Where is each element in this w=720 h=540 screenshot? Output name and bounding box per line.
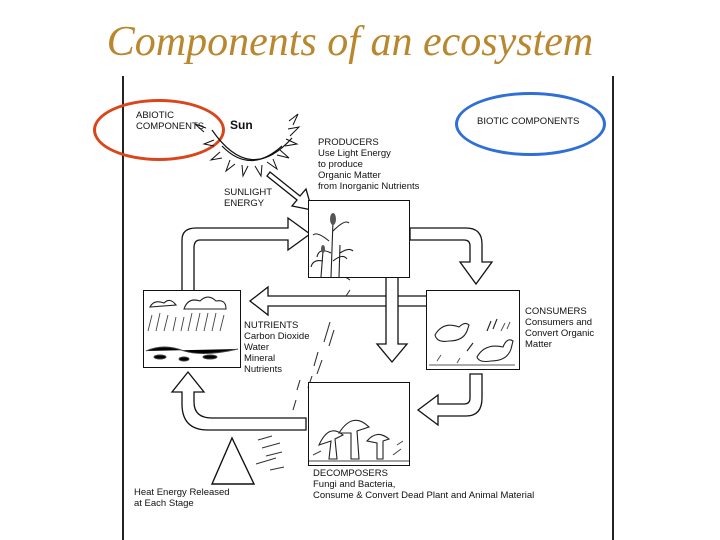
consumers-box bbox=[426, 290, 520, 370]
nutrients-title: NUTRIENTS bbox=[244, 320, 299, 331]
nutrients-desc: Carbon Dioxide Water Mineral Nutrients bbox=[244, 331, 310, 375]
animals-icon bbox=[429, 318, 515, 366]
rain-cloud-icon bbox=[145, 296, 239, 362]
arrow-nutrients-to-producers bbox=[181, 216, 312, 293]
producers-desc: Use Light Energy to produce Organic Matt… bbox=[318, 148, 420, 192]
arrow-producers-to-consumers bbox=[409, 227, 494, 286]
sunlight-arrow bbox=[266, 171, 313, 211]
decomposers-desc: Fungi and Bacteria, Consume & Convert De… bbox=[313, 479, 535, 501]
sunlight-label: SUNLIGHT ENERGY bbox=[224, 187, 273, 209]
arrow-consumers-to-decomposers bbox=[416, 373, 483, 427]
consumers-title: CONSUMERS bbox=[525, 306, 587, 317]
sun-icon bbox=[194, 113, 301, 178]
abiotic-label: ABIOTIC COMPONENTS bbox=[136, 110, 205, 132]
heat-triangle-icon bbox=[210, 436, 256, 485]
heat-label: Heat Energy Released at Each Stage bbox=[134, 487, 230, 509]
biotic-label: BIOTIC COMPONENTS bbox=[477, 116, 580, 127]
biotic-oval bbox=[455, 92, 606, 156]
arrow-consumers-to-nutrients bbox=[248, 285, 429, 317]
mushroom-icon bbox=[309, 419, 409, 462]
producers-title: PRODUCERS bbox=[318, 137, 379, 148]
decomposers-box bbox=[308, 382, 410, 466]
sun-label: Sun bbox=[230, 118, 253, 132]
arrow-decomposers-to-nutrients bbox=[170, 370, 307, 431]
nutrients-box bbox=[143, 290, 241, 368]
consumers-desc: Consumers and Convert Organic Matter bbox=[525, 317, 595, 350]
page-title: Components of an ecosystem bbox=[106, 19, 594, 65]
decomposers-title: DECOMPOSERS bbox=[313, 468, 388, 479]
producers-box bbox=[308, 200, 410, 278]
arrow-producers-to-decomposers bbox=[375, 271, 409, 364]
diagram-frame bbox=[122, 76, 614, 540]
plant-icon bbox=[310, 213, 354, 277]
abiotic-oval bbox=[93, 99, 225, 161]
